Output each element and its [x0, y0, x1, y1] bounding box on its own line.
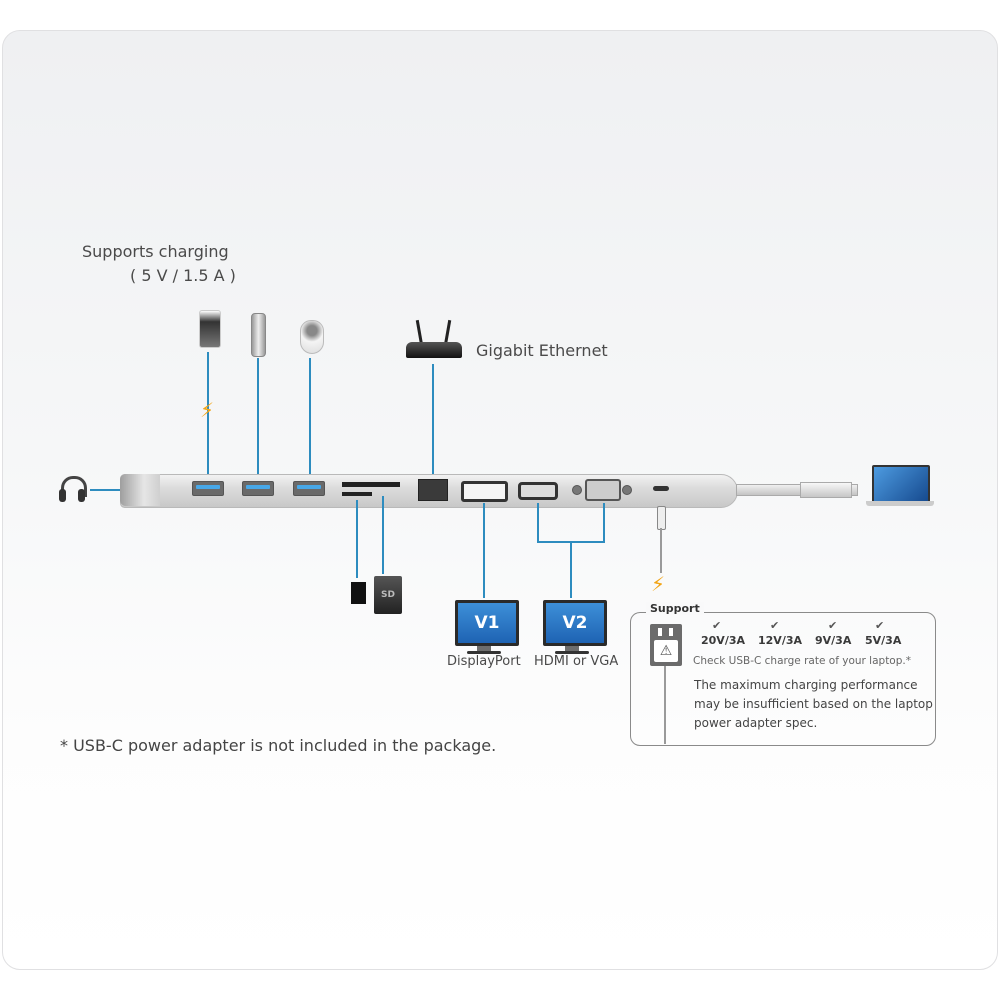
lightning-icon: ⚡	[200, 398, 215, 422]
sd-wire	[382, 496, 384, 574]
usb-flash-drive-icon	[251, 313, 266, 357]
monitor-v1: V1	[455, 600, 519, 646]
check-note: Check USB-C charge rate of your laptop.*	[693, 655, 911, 667]
checkmark-icon: ✔	[770, 619, 780, 632]
power-adapter-icon: ⚠	[650, 624, 682, 666]
warning-line-2: may be insufficient based on the laptop	[694, 697, 933, 711]
monitor-v1-base	[467, 651, 501, 654]
usb1-wire	[207, 352, 209, 476]
rate-9v: 9V/3A	[815, 634, 852, 647]
rate-12v: 12V/3A	[758, 634, 803, 647]
checkmark-icon: ✔	[828, 619, 838, 632]
monitor-v2-stand	[565, 646, 579, 652]
usb2-wire	[257, 358, 259, 476]
footnote: * USB-C power adapter is not included in…	[60, 736, 497, 755]
vga-port	[585, 479, 621, 501]
charging-spec: ( 5 V / 1.5 A )	[130, 266, 236, 285]
warning-line-3: power adapter spec.	[694, 716, 818, 730]
lightning-icon: ⚡	[651, 572, 666, 596]
displayport-label: DisplayPort	[447, 654, 521, 669]
hub-end-cap	[120, 474, 160, 506]
ethernet-port	[418, 479, 448, 501]
mouse-icon	[300, 320, 324, 354]
v2-wire	[570, 541, 572, 598]
usb-port-2	[242, 481, 274, 496]
ethernet-wire	[432, 364, 434, 476]
vga-screw-right	[622, 485, 632, 495]
warning-line-1: The maximum charging performance	[694, 678, 918, 692]
support-title: Support	[646, 602, 704, 615]
checkmark-icon: ✔	[875, 619, 885, 632]
monitor-v2: V2	[543, 600, 607, 646]
checkmark-icon: ✔	[712, 619, 722, 632]
smartphone-icon	[199, 310, 221, 348]
sd-card-slot	[342, 482, 400, 487]
power-wire	[660, 528, 662, 573]
usb-port-1	[192, 481, 224, 496]
monitor-v2-base	[555, 651, 589, 654]
microsd-card-slot	[342, 492, 372, 496]
vga-screw-left	[572, 485, 582, 495]
charging-title: Supports charging	[82, 242, 229, 261]
vga-wire	[603, 503, 605, 543]
hdmi-vga-label: HDMI or VGA	[534, 654, 619, 669]
displayport-wire	[483, 503, 485, 598]
ethernet-label: Gigabit Ethernet	[476, 341, 608, 360]
warning-icon: ⚠	[654, 640, 678, 662]
audio-wire	[90, 489, 120, 491]
monitor-v1-stand	[477, 646, 491, 652]
usb3-wire	[309, 358, 311, 476]
usb-port-3	[293, 481, 325, 496]
microsd-wire	[356, 500, 358, 578]
sd-card-icon: SD	[374, 576, 402, 614]
router-icon	[404, 319, 464, 362]
hdmi-wire	[537, 503, 539, 543]
rate-20v: 20V/3A	[701, 634, 746, 647]
support-box	[630, 612, 936, 746]
adapter-wire	[664, 666, 666, 744]
headphones-icon	[58, 476, 87, 504]
rate-5v: 5V/3A	[865, 634, 902, 647]
usb-c-power-plug	[657, 506, 666, 530]
usb-c-cable-plug	[800, 482, 852, 498]
microsd-card-icon	[351, 582, 366, 604]
laptop-icon	[866, 465, 934, 509]
usb-c-port	[653, 486, 669, 491]
displayport-port	[461, 481, 508, 502]
hdmi-port	[518, 482, 558, 500]
